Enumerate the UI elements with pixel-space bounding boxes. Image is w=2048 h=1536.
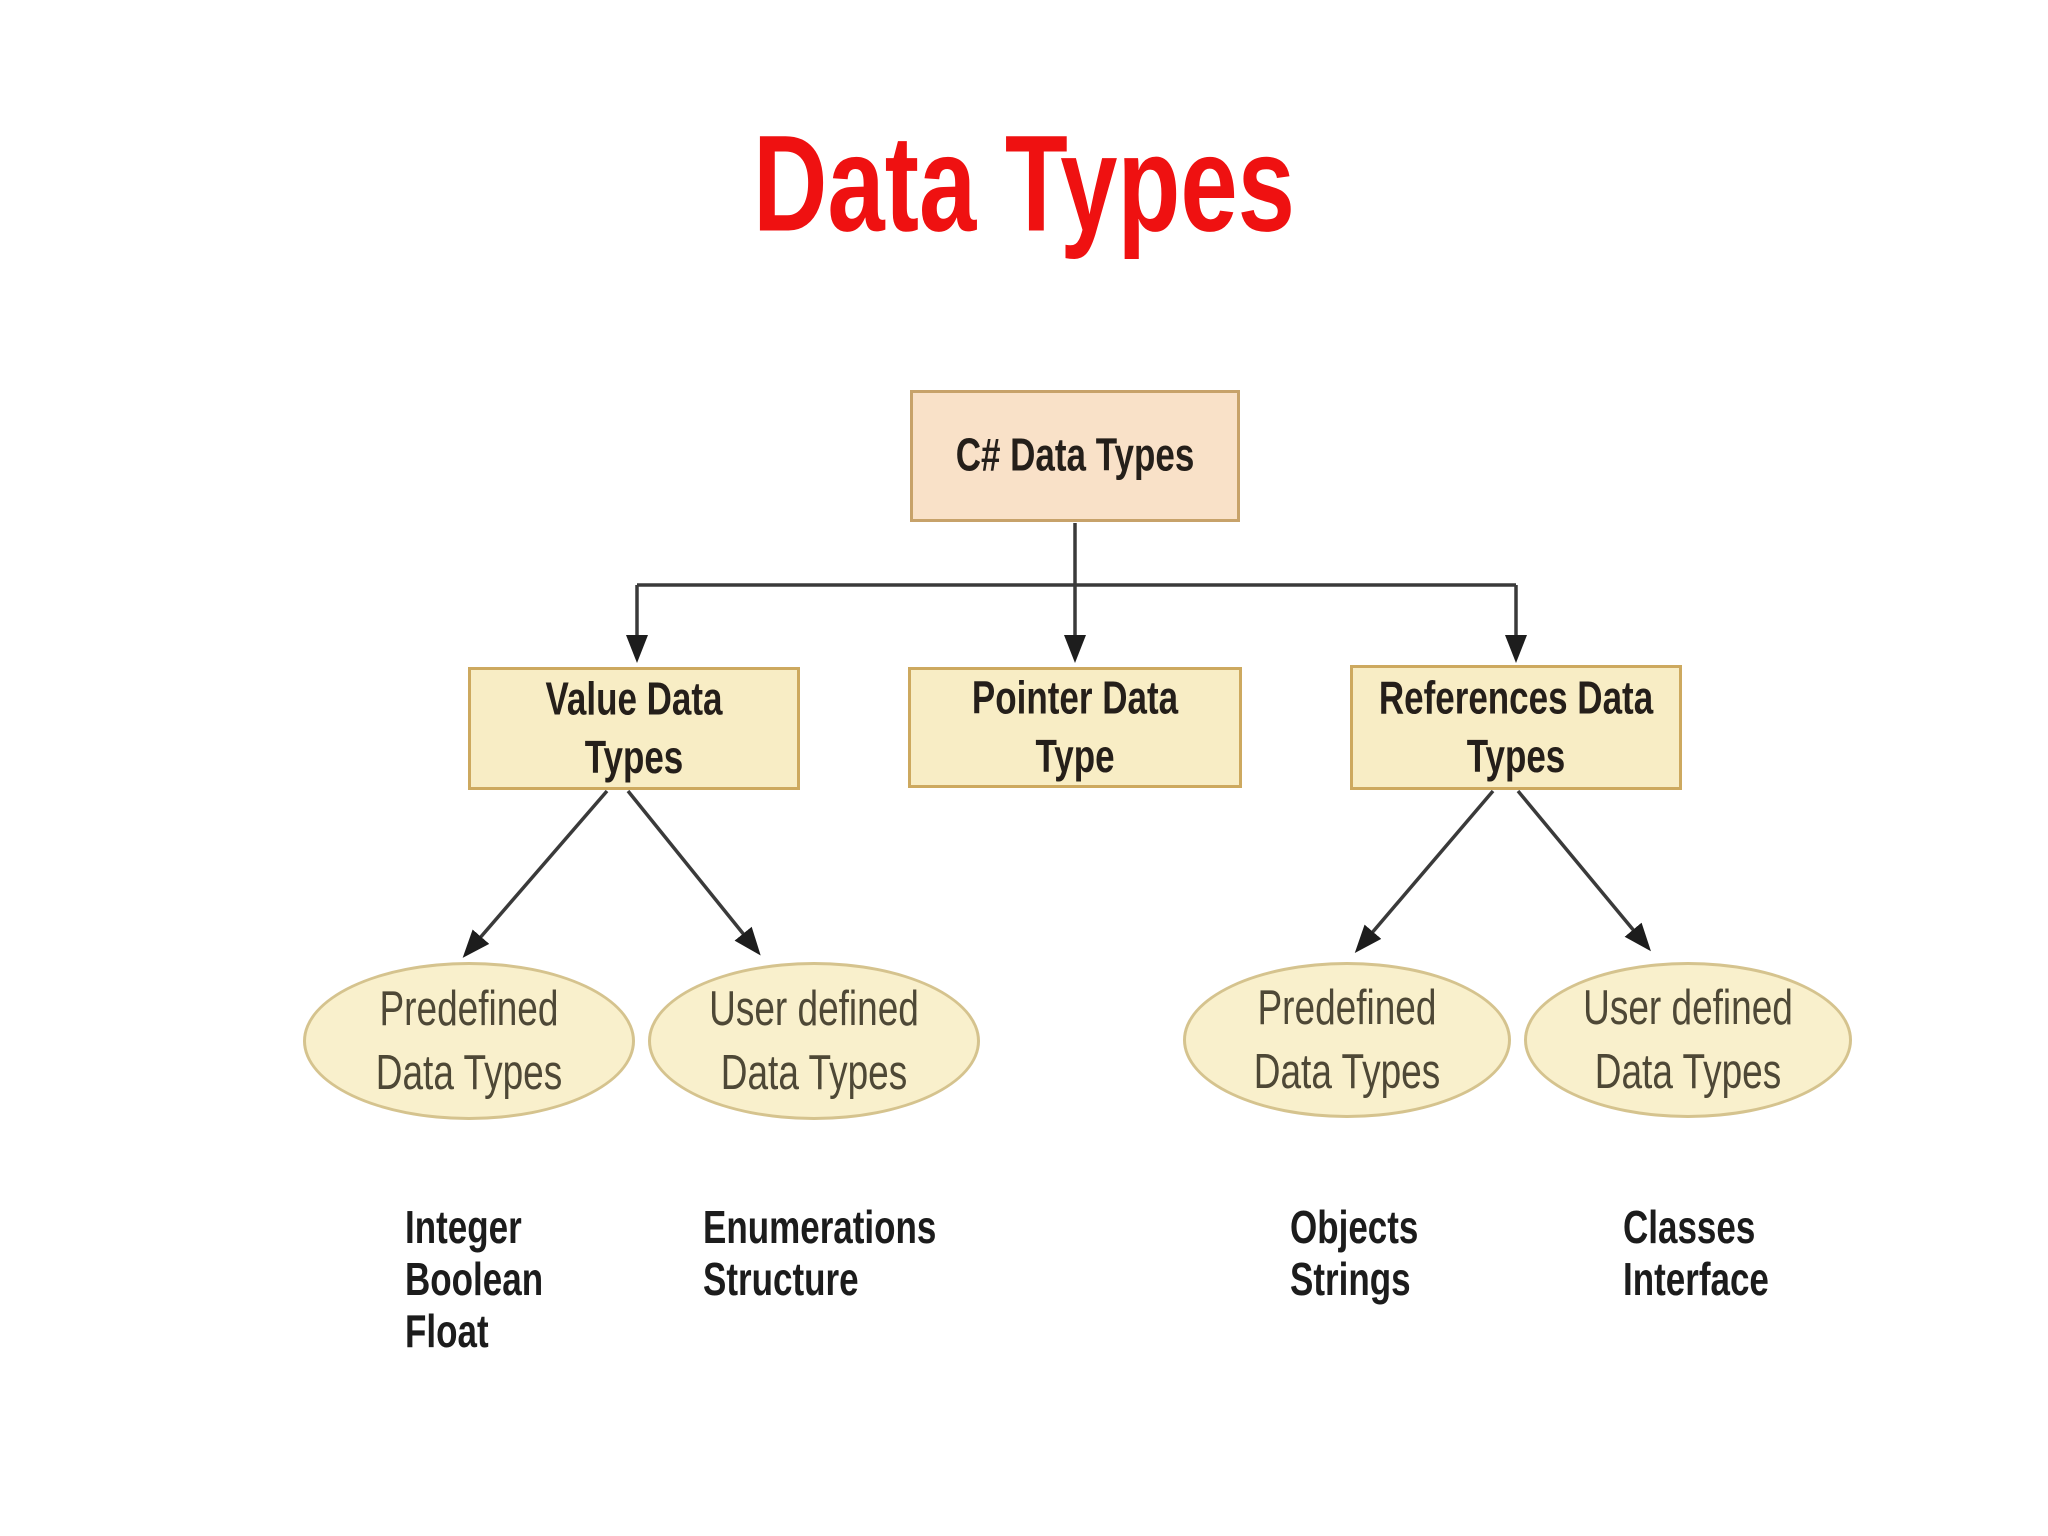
examples-text: Objects Strings: [1290, 1202, 1419, 1306]
examples-references-predefined: Objects Strings: [1290, 1202, 1418, 1306]
page-title-text: Data Types: [753, 106, 1295, 260]
node-references-data-types: References Data Types: [1350, 665, 1682, 790]
node-label: Value Data Types: [545, 672, 723, 784]
ellipse-value-user-defined-data-types: User defined Data Types: [648, 962, 980, 1120]
node-csharp-data-types: C# Data Types: [910, 390, 1240, 522]
node-pointer-data-type: Pointer Data Type: [908, 667, 1242, 788]
ellipse-label: User defined Data Types: [709, 981, 919, 1100]
examples-references-user-defined: Classes Interface: [1623, 1202, 1769, 1306]
node-label: References Data Types: [1378, 671, 1654, 783]
ellipse-references-predefined-data-types: Predefined Data Types: [1183, 962, 1511, 1118]
examples-text: Integer Boolean Float: [405, 1202, 544, 1358]
examples-value-user-defined: Enumerations Structure: [703, 1202, 936, 1306]
ellipse-references-user-defined-data-types: User defined Data Types: [1524, 962, 1852, 1118]
arrow-value-to-userdefined: [626, 789, 761, 956]
arrow-value-to-predefined: [462, 789, 609, 958]
page-title: Data Types: [0, 109, 2048, 258]
node-label: Pointer Data Type: [971, 671, 1179, 783]
ellipse-value-predefined-data-types: Predefined Data Types: [303, 962, 635, 1120]
arrow-references-to-predefined: [1354, 789, 1495, 954]
ellipse-label: Predefined Data Types: [375, 981, 563, 1100]
ellipse-label: Predefined Data Types: [1253, 980, 1441, 1099]
arrow-references-to-userdefined: [1516, 789, 1651, 952]
examples-text: Classes Interface: [1623, 1202, 1769, 1306]
node-label: C# Data Types: [955, 429, 1195, 482]
examples-value-predefined: Integer Boolean Float: [405, 1202, 543, 1358]
examples-text: Enumerations Structure: [703, 1202, 937, 1306]
ellipse-label: User defined Data Types: [1583, 980, 1793, 1099]
node-value-data-types: Value Data Types: [468, 667, 800, 790]
